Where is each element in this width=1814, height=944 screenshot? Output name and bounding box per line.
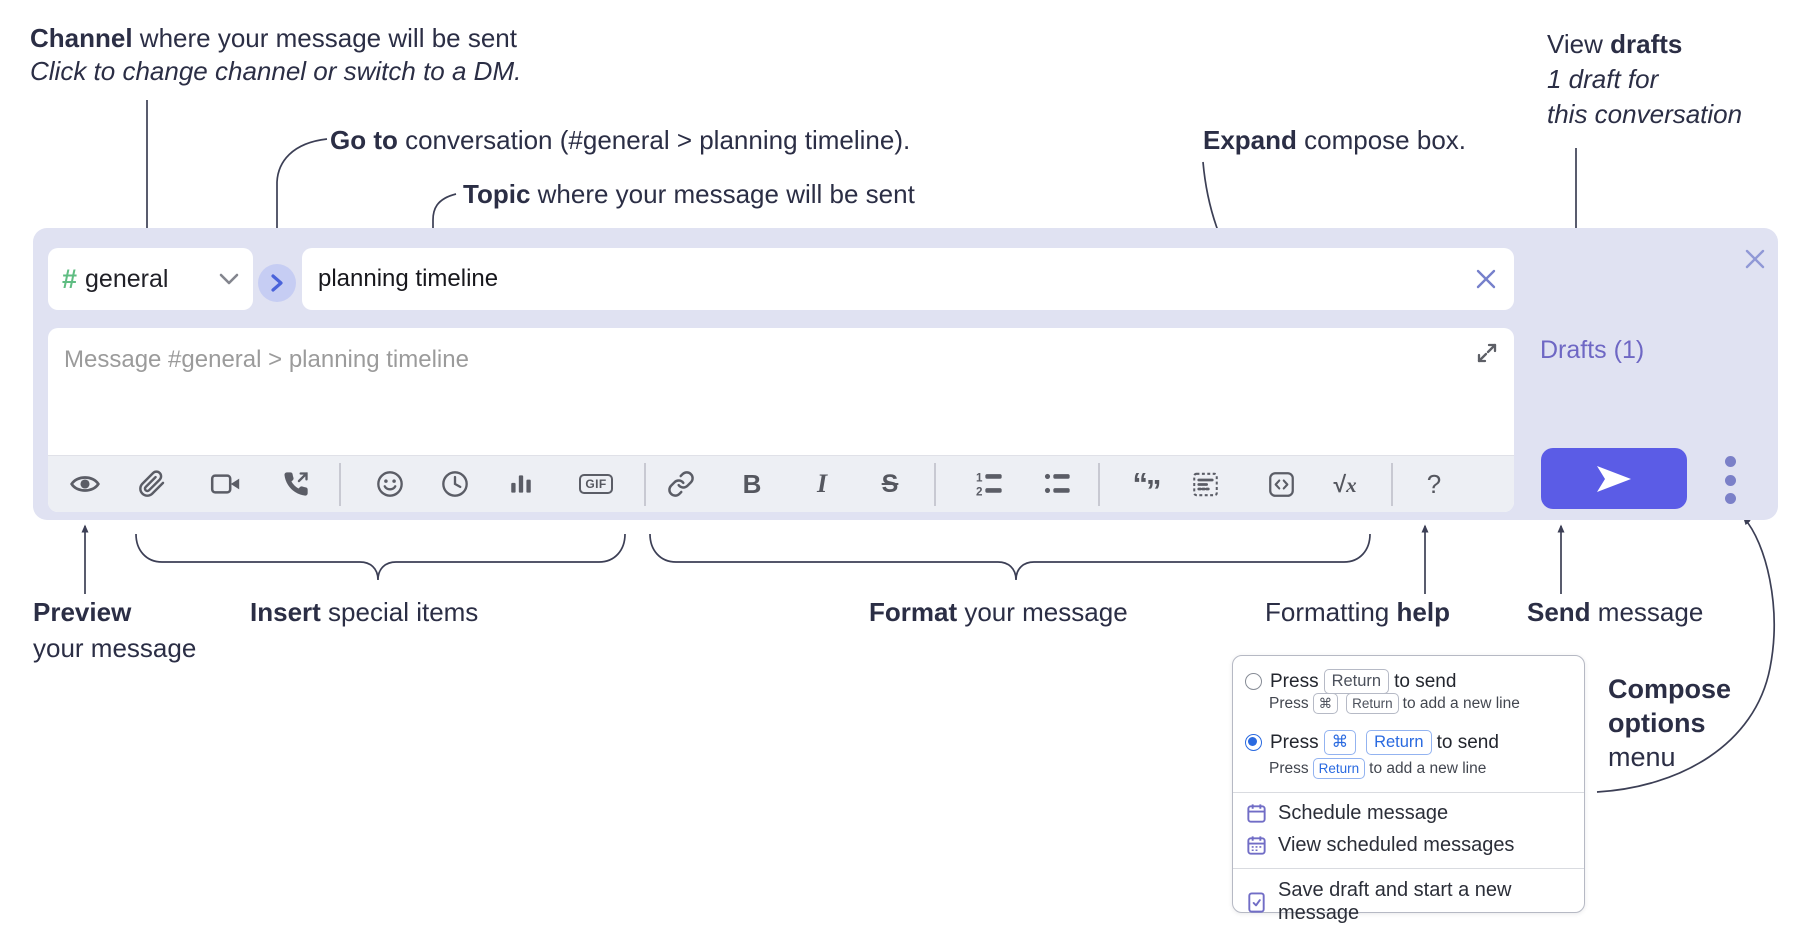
bold-icon[interactable]: B	[742, 468, 762, 499]
channel-hash-icon: #	[62, 263, 78, 294]
option-enter-sends-sub: Press ⌘ Return to add a new line	[1269, 693, 1520, 714]
emoji-icon[interactable]	[371, 465, 409, 503]
label-formatting-help: Formatting help	[1265, 597, 1450, 627]
calendar-list-icon	[1245, 834, 1268, 857]
menu-item-save-draft[interactable]: Save draft and start a new message	[1245, 879, 1584, 925]
bulleted-list-icon[interactable]	[1039, 465, 1077, 503]
radio-unselected-icon[interactable]	[1245, 673, 1262, 690]
popup-divider	[1233, 792, 1584, 793]
math-icon[interactable]: √x	[1333, 470, 1357, 497]
label-insert: Insert special items	[250, 597, 479, 627]
connector-goto	[273, 138, 328, 244]
annotation-goto: Go to conversation (#general > planning …	[330, 125, 911, 155]
poll-icon[interactable]	[502, 465, 540, 503]
video-call-icon[interactable]	[207, 465, 245, 503]
label-compose-options: Compose options menu	[1608, 674, 1732, 772]
option-cmd-enter-sends[interactable]: Press ⌘ Return to send	[1245, 730, 1499, 755]
send-button[interactable]	[1541, 448, 1687, 509]
message-panel: Message #general > planning timeline	[48, 328, 1514, 512]
preview-eye-icon[interactable]	[66, 465, 104, 503]
topic-value: planning timeline	[318, 265, 499, 292]
audio-call-icon[interactable]	[277, 465, 315, 503]
close-compose-icon[interactable]	[1741, 245, 1769, 273]
toolbar-divider	[1391, 463, 1393, 506]
toolbar-divider	[339, 463, 341, 506]
draft-document-check-icon	[1245, 891, 1268, 914]
global-time-icon[interactable]	[436, 465, 474, 503]
drafts-link[interactable]: Drafts (1)	[1540, 336, 1645, 364]
option-enter-sends[interactable]: Press Return to send	[1245, 669, 1456, 694]
chevron-right-icon	[271, 274, 283, 292]
expand-compose-icon[interactable]	[1474, 340, 1500, 366]
toolbar-divider	[1098, 463, 1100, 506]
formatting-help-icon[interactable]: ?	[1426, 468, 1442, 499]
annotation-channel: Channel where your message will be sent	[30, 23, 517, 53]
quote-icon[interactable]: “”	[1132, 466, 1162, 508]
label-preview-2: your message	[33, 633, 197, 663]
goto-conversation-button[interactable]	[258, 264, 296, 302]
toolbar-divider	[934, 463, 936, 506]
label-format: Format your message	[869, 597, 1128, 627]
compose-options-popup: Press Return to send Press ⌘ Return to a…	[1232, 655, 1585, 924]
topic-input[interactable]: planning timeline	[302, 248, 1514, 310]
annotation-view-drafts: View drafts 1 draft for this conversatio…	[1547, 29, 1743, 129]
svg-text:1: 1	[976, 472, 983, 485]
chevron-down-icon	[219, 273, 239, 285]
annotation-topic: Topic where your message will be sent	[463, 179, 915, 209]
code-icon[interactable]	[1262, 465, 1300, 503]
option-cmd-enter-sends-sub: Press Return to add a new line	[1269, 758, 1486, 779]
clear-topic-icon[interactable]	[1474, 267, 1498, 291]
compose-options-menu-icon[interactable]	[1718, 456, 1742, 504]
attach-paperclip-icon[interactable]	[133, 465, 171, 503]
popup-divider	[1233, 868, 1584, 869]
annotation-expand: Expand compose box.	[1203, 125, 1467, 155]
gif-icon[interactable]: GIF	[572, 465, 620, 503]
svg-text:2: 2	[976, 486, 983, 497]
menu-item-view-scheduled[interactable]: View scheduled messages	[1245, 834, 1514, 857]
calendar-icon	[1245, 802, 1268, 825]
label-preview: Preview	[33, 597, 132, 627]
italic-icon[interactable]: I	[816, 469, 828, 498]
send-arrow-icon	[1597, 465, 1631, 492]
annotation-channel-sub: Click to change channel or switch to a D…	[30, 56, 522, 86]
strikethrough-icon[interactable]: S	[881, 469, 899, 498]
spoiler-icon[interactable]	[1186, 465, 1224, 503]
channel-name: general	[85, 264, 169, 293]
compose-box: # general planning timeline Message #gen…	[33, 228, 1778, 520]
label-send-message: Send message	[1527, 597, 1704, 627]
radio-selected-icon[interactable]	[1245, 734, 1262, 751]
menu-item-schedule-message[interactable]: Schedule message	[1245, 802, 1448, 825]
channel-selector[interactable]: # general	[48, 248, 253, 310]
link-icon[interactable]	[662, 465, 700, 503]
toolbar-divider	[644, 463, 646, 506]
brace-format	[649, 533, 1371, 581]
brace-insert	[135, 533, 626, 581]
message-input[interactable]: Message #general > planning timeline	[64, 346, 469, 373]
